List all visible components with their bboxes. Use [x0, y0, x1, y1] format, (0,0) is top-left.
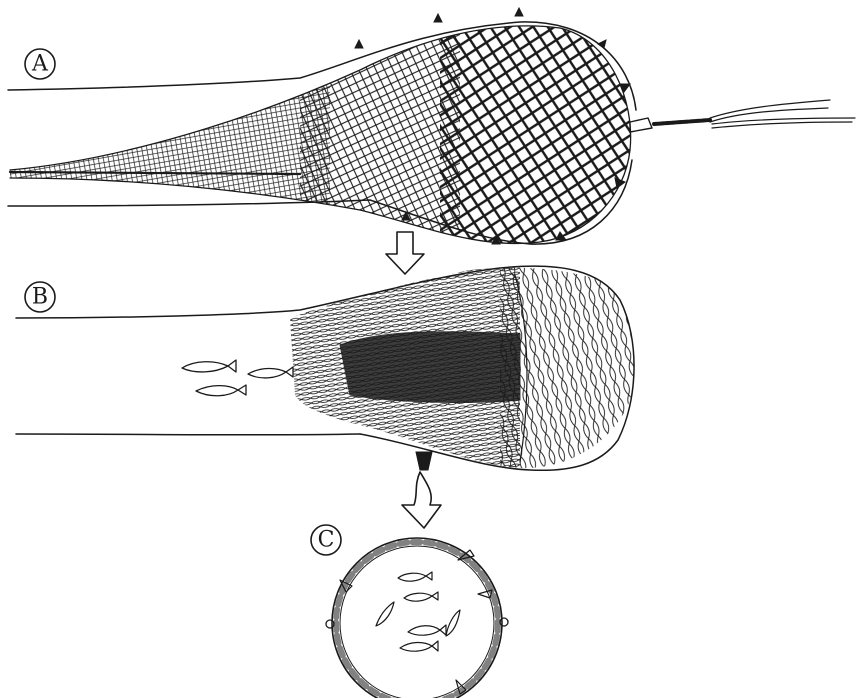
- fish-icon: [404, 592, 438, 601]
- fish-icon: [182, 360, 236, 372]
- fish-icon: [196, 385, 246, 396]
- panel-b-letter: B: [32, 285, 48, 310]
- caught-fish: [340, 550, 492, 694]
- fish-icon: [248, 367, 293, 378]
- panel-c-label: C: [311, 525, 341, 555]
- panel-a-label: A: [25, 49, 55, 79]
- net-b-lift-point: [416, 452, 432, 470]
- net-b-bottom-line: [16, 434, 360, 435]
- arrow-b-to-c: [402, 472, 441, 528]
- panel-c: C: [311, 525, 508, 698]
- panel-b: B: [16, 260, 660, 480]
- loose-fish: [182, 360, 293, 396]
- fish-icon: [408, 625, 446, 635]
- ring-net: [326, 538, 508, 698]
- panel-b-label: B: [25, 282, 55, 312]
- fish-school: [280, 260, 660, 480]
- panel-a: A: [0, 0, 855, 260]
- arrow-a-to-b: [386, 232, 424, 274]
- panel-c-letter: C: [318, 528, 335, 553]
- trawl-net-body: [0, 0, 660, 260]
- fish-icon: [398, 572, 432, 581]
- panel-a-letter: A: [31, 52, 49, 77]
- tow-rope: [630, 100, 855, 132]
- fish-icon: [400, 641, 438, 651]
- fish-icon: [376, 602, 394, 626]
- fish-icon: [446, 610, 460, 636]
